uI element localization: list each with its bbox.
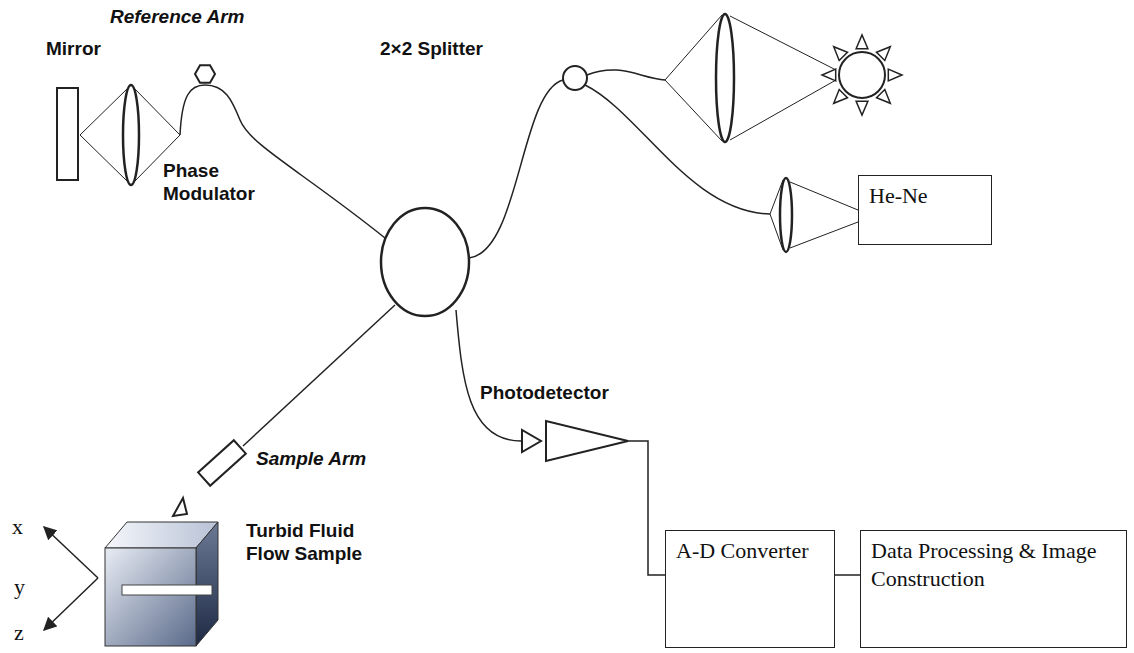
arm-label: Reference Arm <box>110 6 244 29</box>
ray <box>856 35 868 49</box>
part-label: Photodetector <box>480 382 609 405</box>
wire <box>628 441 665 575</box>
splitter-circle <box>381 208 469 316</box>
connector-line <box>835 574 860 576</box>
part-label: Mirror <box>46 38 101 61</box>
lens <box>716 14 734 142</box>
fiber <box>456 310 521 441</box>
amplifier-symbol <box>546 421 628 461</box>
axis-label: x <box>12 514 23 540</box>
arm-label: Sample Arm <box>256 448 366 471</box>
laser-box: He-Ne <box>858 175 992 245</box>
axis <box>44 527 98 578</box>
fiber <box>587 70 665 80</box>
beam-focus <box>173 498 187 516</box>
ray <box>877 90 891 104</box>
fiber <box>469 80 563 258</box>
fiber <box>585 85 770 214</box>
ray <box>822 69 836 81</box>
part-label: Phase Modulator <box>163 160 275 206</box>
ray <box>856 101 868 115</box>
lens <box>780 178 792 252</box>
mirror <box>57 88 78 180</box>
axis <box>44 578 98 630</box>
box-text: He-Ne <box>869 182 981 210</box>
part-label: 2×2 Splitter <box>380 38 483 61</box>
part-label: Turbid Fluid Flow Sample <box>246 520 396 566</box>
converter-box: A-D Converter <box>665 530 835 648</box>
phase-modulator-symbol <box>195 65 215 82</box>
process-box: Data Processing & Image Construction <box>860 530 1127 648</box>
box-text: Data Processing & Image Construction <box>871 537 1116 592</box>
ray <box>877 47 891 61</box>
probe <box>198 440 246 485</box>
axis-label: z <box>14 620 24 646</box>
ray <box>834 90 848 104</box>
axis-label: y <box>14 574 25 600</box>
broadband-source <box>822 35 902 115</box>
flow-cell <box>105 522 218 646</box>
ray <box>888 69 902 81</box>
beam <box>665 15 836 141</box>
coupler <box>563 66 587 90</box>
photodetector-symbol <box>522 430 541 452</box>
ray <box>834 47 848 61</box>
fiber <box>243 305 395 446</box>
lens <box>123 85 139 185</box>
box-text: A-D Converter <box>676 537 824 565</box>
